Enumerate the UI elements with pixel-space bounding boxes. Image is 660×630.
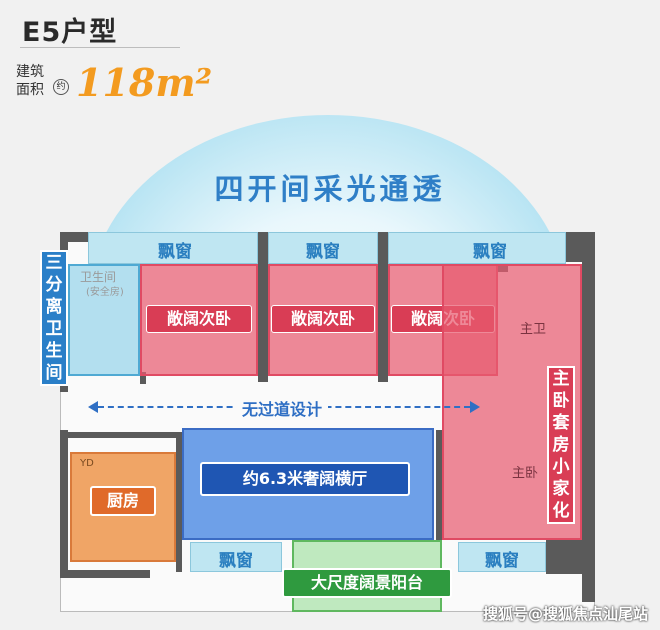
wall-segment	[566, 232, 595, 262]
bathroom-sign: 卫生间	[80, 270, 117, 284]
wall-segment	[546, 540, 595, 574]
wall-segment	[60, 570, 150, 578]
bathroom-zone	[68, 264, 140, 376]
floorplan-title: E5户型	[22, 17, 118, 48]
bathroom-subsign: (安全房)	[86, 287, 124, 298]
bedroom-tag: 敞阔次卧	[271, 305, 375, 333]
area-label: 建筑面积	[16, 64, 44, 98]
wall-segment	[258, 232, 268, 382]
arrow-right-icon	[470, 401, 480, 413]
kitchen-tag: 厨房	[90, 486, 156, 516]
wall-segment	[60, 430, 68, 570]
wall-segment	[60, 232, 88, 242]
living-hall-tag: 约6.3米奢阔横厅	[200, 462, 410, 496]
bay-window-bottom-left	[190, 542, 282, 572]
wall-segment	[436, 430, 442, 540]
bay-window-label: 飘窗	[219, 551, 253, 571]
bedroom-tag: 敞阔次卧	[146, 305, 252, 333]
wall-segment	[140, 372, 146, 384]
title-divider	[20, 47, 180, 48]
kitchen-mark: YD	[80, 458, 94, 469]
balcony-tag: 大尺度阔景阳台	[282, 568, 452, 598]
bay-window-bottom-right	[458, 542, 546, 572]
wall-segment	[68, 432, 176, 438]
no-corridor-label: 无过道设计	[236, 396, 329, 420]
bay-window-label: 飘窗	[158, 242, 192, 262]
wall-segment	[378, 232, 388, 382]
wall-segment	[582, 262, 595, 602]
wall-segment	[176, 432, 182, 572]
bay-window-label: 飘窗	[473, 242, 507, 262]
area-value: 118m²	[76, 60, 213, 105]
master-suite-vertical-tag: 主卧套房小家化	[547, 366, 575, 524]
bay-window-top-3	[388, 232, 566, 264]
no-corridor-arrow: 无过道设计	[88, 395, 480, 420]
approx-badge: 约	[53, 79, 69, 95]
bathroom-vertical-tag: 三分离卫生间	[40, 250, 68, 386]
master-bedroom-label: 主卧	[512, 466, 539, 481]
bay-window-top-1	[88, 232, 258, 264]
bay-window-top-2	[268, 232, 378, 264]
bay-window-label: 飘窗	[485, 551, 519, 571]
dome-caption: 四开间采光通透	[214, 172, 446, 206]
bay-window-label: 飘窗	[306, 242, 340, 262]
master-bath-label: 主卫	[520, 322, 547, 337]
arrow-left-icon	[88, 401, 98, 413]
watermark: 搜狐号@搜狐焦点汕尾站	[482, 605, 648, 623]
